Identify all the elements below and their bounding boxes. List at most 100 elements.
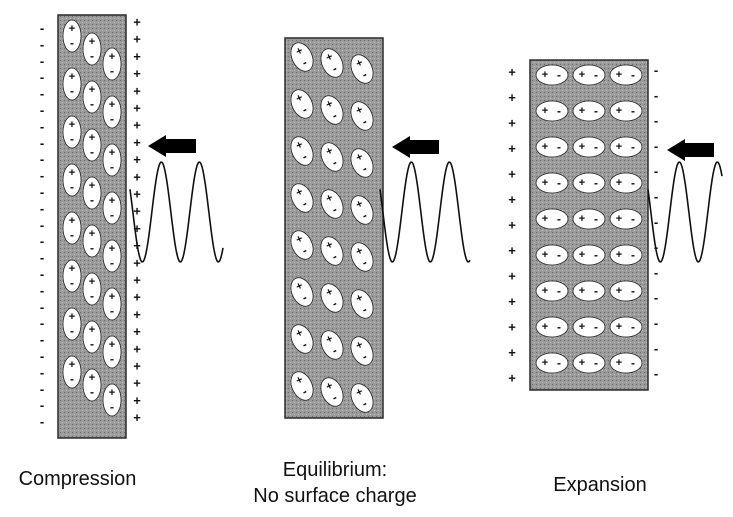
dipole-minus-sign: - [330, 249, 340, 263]
dipole-minus-sign: - [631, 104, 635, 118]
dipole-plus-sign: + [69, 119, 75, 131]
equilibrium-panel: +-+-+-+-+-+-+-+-+-+-+-+-+-+-+-+-+-+-+-+-… [284, 37, 471, 419]
dipole: +- [609, 208, 643, 230]
positive-surface-charge: + [508, 345, 516, 360]
dipole-ellipse [102, 95, 122, 129]
dipole: +- [320, 283, 344, 313]
dipole-plus-sign: + [69, 215, 75, 227]
dipole-plus-sign: + [579, 141, 585, 153]
dipole: +- [102, 47, 122, 81]
dipole-ellipse [320, 330, 344, 360]
dipole: +- [82, 80, 102, 114]
dipole-plus-sign: + [542, 69, 548, 81]
dipole: +- [290, 89, 314, 119]
dipole-ellipse [572, 208, 606, 230]
negative-surface-charge: - [40, 152, 44, 167]
dipole-ellipse [82, 320, 102, 354]
dipole-ellipse [609, 100, 643, 122]
dipole-plus-sign: + [542, 357, 548, 369]
dipole: +- [290, 183, 314, 213]
positive-surface-charge: + [133, 307, 141, 322]
negative-surface-charge: - [40, 381, 44, 396]
negative-surface-charge: - [40, 299, 44, 314]
dipole-minus-sign: - [70, 36, 74, 50]
dipole-plus-sign: + [579, 285, 585, 297]
dipole-minus-sign: - [70, 276, 74, 290]
equilibrium-caption-line1: Equilibrium: [282, 459, 388, 481]
dipole-minus-sign: - [330, 108, 340, 122]
dipole-ellipse [320, 95, 344, 125]
dipole: +- [609, 172, 643, 194]
negative-surface-charge: - [654, 189, 658, 204]
dipole: +- [572, 316, 606, 338]
negative-surface-charge: - [40, 234, 44, 249]
negative-surface-charge: - [654, 265, 658, 280]
dipole-minus-sign: - [557, 284, 561, 298]
dipole-plus-sign: + [324, 51, 335, 65]
dipole-plus-sign: + [542, 285, 548, 297]
dipole-minus-sign: - [594, 284, 598, 298]
dipole-ellipse [350, 54, 374, 84]
dipole: +- [62, 307, 82, 341]
dipole-ellipse [609, 208, 643, 230]
dipole-plus-sign: + [579, 249, 585, 261]
dipole: +- [320, 95, 344, 125]
negative-surface-charge: - [40, 168, 44, 183]
dipole: +- [62, 19, 82, 53]
dipole: +- [290, 324, 314, 354]
dipole-ellipse [102, 335, 122, 369]
dipole-ellipse [572, 316, 606, 338]
dipole-ellipse [62, 355, 82, 389]
positive-surface-charge: + [508, 294, 516, 309]
positive-surface-charge: + [508, 218, 516, 233]
negative-surface-charge: - [40, 217, 44, 232]
dipole: +- [62, 115, 82, 149]
dipole-plus-sign: + [616, 141, 622, 153]
positive-surface-charge: + [508, 141, 516, 156]
dipole-plus-sign: + [354, 151, 365, 165]
dipole-minus-sign: - [631, 68, 635, 82]
dipole-ellipse [350, 242, 374, 272]
dipole-plus-sign: + [294, 327, 305, 341]
dipole: +- [609, 136, 643, 158]
dipole-ellipse [609, 244, 643, 266]
dipole-ellipse [572, 64, 606, 86]
positive-surface-charge: + [508, 192, 516, 207]
dipole: +- [290, 42, 314, 72]
positive-surface-charge: + [133, 101, 141, 116]
dipole-plus-sign: + [294, 233, 305, 247]
positive-surface-charge: + [508, 90, 516, 105]
positive-surface-charge: + [133, 83, 141, 98]
dipole-minus-sign: - [557, 68, 561, 82]
dipole-ellipse [290, 324, 314, 354]
dipole-minus-sign: - [631, 212, 635, 226]
negative-surface-charge: - [40, 316, 44, 331]
dipole-ellipse [290, 277, 314, 307]
dipole: +- [350, 289, 374, 319]
positive-surface-charge: + [133, 324, 141, 339]
dipole-ellipse [290, 371, 314, 401]
dipole: +- [350, 148, 374, 178]
negative-surface-charge: - [40, 414, 44, 429]
dipole-plus-sign: + [69, 359, 75, 371]
dipole: +- [62, 67, 82, 101]
dipole-plus-sign: + [579, 321, 585, 333]
dipole-minus-sign: - [330, 155, 340, 169]
dipole-ellipse [102, 47, 122, 81]
negative-surface-charge: - [40, 21, 44, 36]
compression-panel: +-+-+-+-+-+-+-+-+-+-+-+-+-+-+-+-+-+-+-+-… [40, 14, 224, 439]
dipole-minus-sign: - [70, 228, 74, 242]
dipole: +- [609, 352, 643, 374]
dipole-plus-sign: + [324, 192, 335, 206]
dipole-minus-sign: - [110, 304, 114, 318]
dipole-plus-sign: + [69, 263, 75, 275]
dipole: +- [572, 244, 606, 266]
dipole-ellipse [62, 307, 82, 341]
positive-surface-charge: + [133, 221, 141, 236]
negative-surface-charge: - [40, 70, 44, 85]
expansion-caption: Expansion [553, 474, 647, 496]
dipole-minus-sign: - [70, 132, 74, 146]
negative-surface-charge: - [654, 341, 658, 356]
dipole-minus-sign: - [631, 320, 635, 334]
dipole-plus-sign: + [69, 311, 75, 323]
